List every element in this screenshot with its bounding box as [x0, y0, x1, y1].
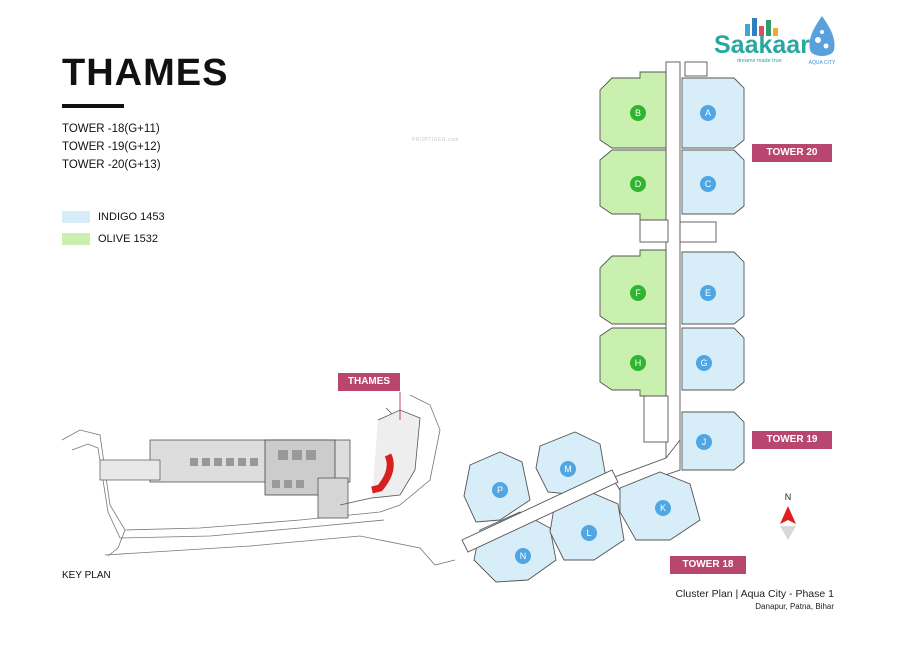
- unit-marker-p: P: [497, 485, 503, 495]
- footer-location: Danapur, Patna, Bihar: [755, 602, 834, 611]
- unit-marker-e: E: [705, 288, 711, 298]
- legend-item-olive: OLIVE 1532: [62, 228, 165, 250]
- unit-marker-b: B: [635, 108, 641, 118]
- unit-marker-l: L: [586, 528, 591, 538]
- legend: INDIGO 1453 OLIVE 1532: [62, 206, 165, 250]
- unit-marker-h: H: [635, 358, 642, 368]
- legend-swatch-indigo: [62, 211, 90, 223]
- north-label: N: [785, 492, 792, 502]
- unit-marker-g: G: [700, 358, 707, 368]
- page-title: THAMES: [62, 52, 229, 94]
- unit-marker-a: A: [705, 108, 711, 118]
- saakaar-logo-mark: [745, 18, 778, 36]
- tower-list: TOWER -18(G+11) TOWER -19(G+12) TOWER -2…: [62, 120, 161, 174]
- title-underline: [62, 104, 124, 108]
- tower-20-tag: TOWER 20: [752, 144, 832, 162]
- aqua-city-name: AQUA CITY: [809, 60, 836, 66]
- legend-label: OLIVE 1532: [98, 233, 158, 245]
- tower-list-item: TOWER -19(G+12): [62, 141, 161, 153]
- unit-marker-d: D: [635, 179, 642, 189]
- key-plan-thames-tag: THAMES: [338, 373, 400, 391]
- tower-19-tag: TOWER 19: [752, 431, 832, 449]
- legend-label: INDIGO 1453: [98, 211, 165, 223]
- key-plan-label: KEY PLAN: [62, 570, 111, 581]
- unit-markers-olive: B D F H: [630, 105, 646, 371]
- cluster-plan: [461, 61, 745, 583]
- tower-list-item: TOWER -20(G+13): [62, 159, 161, 171]
- thames-location-marker: [371, 453, 394, 494]
- tower-18-tag: TOWER 18: [670, 556, 746, 574]
- legend-item-indigo: INDIGO 1453: [62, 206, 165, 228]
- indigo-units-t20: [681, 77, 745, 471]
- north-arrow-icon: N: [780, 492, 796, 540]
- unit-marker-m: M: [564, 464, 572, 474]
- unit-marker-c: C: [705, 179, 712, 189]
- unit-marker-n: N: [520, 551, 527, 561]
- unit-marker-j: J: [702, 437, 707, 447]
- aqua-city-logo: AQUA CITY: [809, 16, 836, 66]
- footer: Cluster Plan | Aqua City - Phase 1 Danap…: [675, 588, 834, 611]
- legend-swatch-olive: [62, 233, 90, 245]
- unit-markers-indigo: A C E G J K L M N P: [492, 105, 716, 564]
- tower-list-item: TOWER -18(G+11): [62, 123, 160, 135]
- saakaar-tagline: dreams made true: [737, 58, 782, 64]
- unit-marker-f: F: [635, 288, 641, 298]
- footer-title: Cluster Plan | Aqua City - Phase 1: [675, 588, 834, 600]
- unit-marker-k: K: [660, 503, 666, 513]
- watermark: PROPTIGER.com: [412, 137, 459, 143]
- key-plan: [61, 392, 456, 566]
